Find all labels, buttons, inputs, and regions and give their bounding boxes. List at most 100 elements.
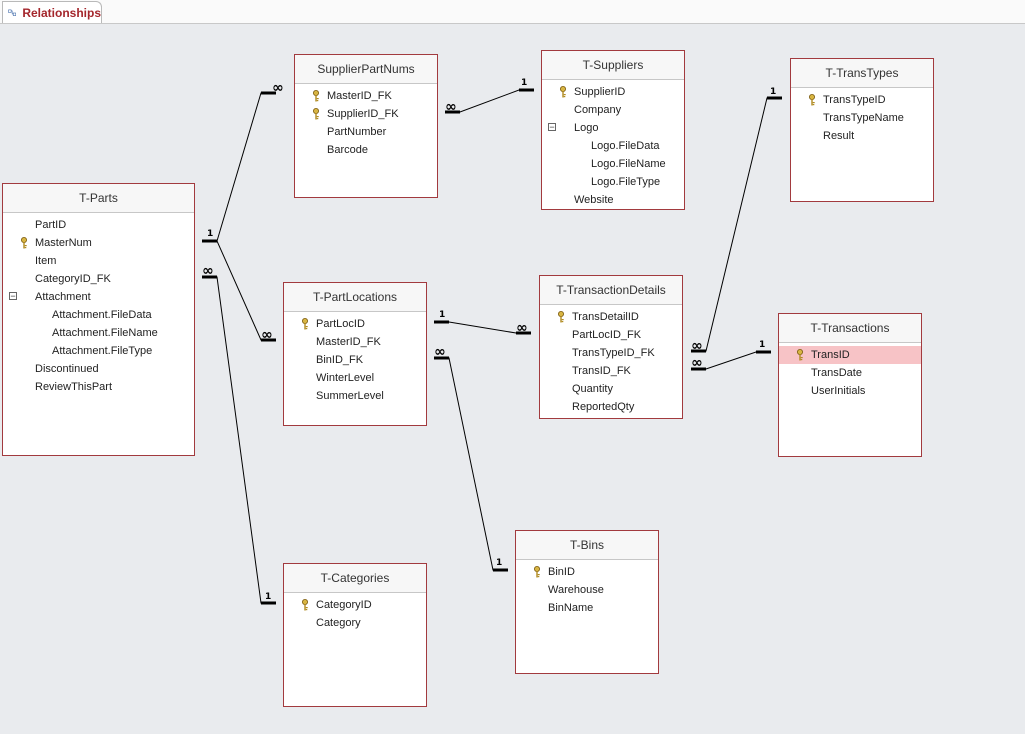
collapse-icon[interactable]: − <box>9 291 17 301</box>
primary-key-icon <box>559 86 567 98</box>
field-row[interactable]: MasterID_FK <box>295 87 437 105</box>
field-row[interactable]: Logo.FileType <box>542 173 684 191</box>
field-label: CategoryID <box>316 599 372 611</box>
field-row[interactable]: Logo.FileData <box>542 137 684 155</box>
field-row[interactable]: −Logo <box>542 119 684 137</box>
field-row[interactable]: SupplierID <box>542 83 684 101</box>
field-row[interactable]: Barcode <box>295 141 437 159</box>
field-label: ReportedQty <box>572 401 635 413</box>
rel-parts-supplierpartnums <box>202 92 276 242</box>
card-one: 1 <box>496 558 503 568</box>
table-title[interactable]: T-Bins <box>516 531 658 560</box>
field-label: Discontinued <box>35 363 99 375</box>
table-t-transactiondetails[interactable]: T-TransactionDetails TransDetailID PartLo… <box>539 275 683 419</box>
primary-key-icon <box>533 566 541 578</box>
field-label: Attachment.FileType <box>52 345 153 357</box>
field-row[interactable]: SupplierID_FK <box>295 105 437 123</box>
field-row[interactable]: BinID <box>516 563 658 581</box>
field-label: MasterID_FK <box>327 90 392 102</box>
field-row[interactable]: Attachment.FileType <box>3 342 194 360</box>
primary-key-icon <box>312 108 320 120</box>
field-label: MasterNum <box>35 237 92 249</box>
field-label: UserInitials <box>811 385 866 397</box>
field-label: PartLocID <box>316 318 365 330</box>
field-row[interactable]: TransTypeID <box>791 91 933 109</box>
field-row[interactable]: −Attachment <box>3 288 194 306</box>
field-label: CategoryID_FK <box>35 273 111 285</box>
table-title[interactable]: T-Parts <box>3 184 194 213</box>
field-row[interactable]: Item <box>3 252 194 270</box>
field-label: Barcode <box>327 144 368 156</box>
field-label: SummerLevel <box>316 390 384 402</box>
rel-parts-partlocations <box>202 240 276 341</box>
field-row[interactable]: BinID_FK <box>284 351 426 369</box>
field-row[interactable]: CategoryID_FK <box>3 270 194 288</box>
relationships-tab[interactable]: Relationships <box>2 1 102 23</box>
field-row[interactable]: PartLocID_FK <box>540 326 682 344</box>
card-one: 1 <box>521 78 528 88</box>
document-tab-bar: Relationships <box>0 0 1025 24</box>
table-title[interactable]: T-Categories <box>284 564 426 593</box>
rel-transactiondetails-transactions <box>691 351 771 370</box>
field-row[interactable]: UserInitials <box>779 382 921 400</box>
field-row[interactable]: PartNumber <box>295 123 437 141</box>
card-one: 1 <box>207 229 214 239</box>
table-t-categories[interactable]: T-Categories CategoryID Category <box>283 563 427 707</box>
field-row[interactable]: Warehouse <box>516 581 658 599</box>
table-title[interactable]: T-Transactions <box>779 314 921 343</box>
relationships-icon <box>8 9 17 16</box>
field-row[interactable]: TransDetailID <box>540 308 682 326</box>
card-one: 1 <box>759 340 766 350</box>
field-row[interactable]: CategoryID <box>284 596 426 614</box>
card-one: 1 <box>265 592 272 602</box>
table-title[interactable]: SupplierPartNums <box>295 55 437 84</box>
field-row[interactable]: Company <box>542 101 684 119</box>
field-row[interactable]: Logo.FileName <box>542 155 684 173</box>
field-row[interactable]: Attachment.FileData <box>3 306 194 324</box>
field-label: Attachment.FileData <box>52 309 152 321</box>
card-one: 1 <box>770 87 777 97</box>
field-row[interactable]: ReviewThisPart <box>3 378 194 396</box>
table-title[interactable]: T-Suppliers <box>542 51 684 80</box>
field-row[interactable]: Website <box>542 191 684 209</box>
table-title[interactable]: T-PartLocations <box>284 283 426 312</box>
primary-key-icon <box>808 94 816 106</box>
field-row[interactable]: Result <box>791 127 933 145</box>
primary-key-icon <box>312 90 320 102</box>
primary-key-icon <box>301 318 309 330</box>
field-row[interactable]: TransID_FK <box>540 362 682 380</box>
field-row[interactable]: BinName <box>516 599 658 617</box>
card-many: ∞ <box>691 355 703 371</box>
field-row[interactable]: PartID <box>3 216 194 234</box>
field-row[interactable]: WinterLevel <box>284 369 426 387</box>
field-row[interactable]: PartLocID <box>284 315 426 333</box>
field-row[interactable]: ReportedQty <box>540 398 682 416</box>
table-title[interactable]: T-TransactionDetails <box>540 276 682 305</box>
field-row[interactable]: TransID <box>779 346 921 364</box>
field-label: TransDetailID <box>572 311 639 323</box>
field-label: Quantity <box>572 383 613 395</box>
field-row[interactable]: SummerLevel <box>284 387 426 405</box>
field-row[interactable]: TransTypeName <box>791 109 933 127</box>
table-title[interactable]: T-TransTypes <box>791 59 933 88</box>
field-label: BinName <box>548 602 594 614</box>
card-one: 1 <box>439 310 446 320</box>
field-row[interactable]: Quantity <box>540 380 682 398</box>
field-row[interactable]: Attachment.FileName <box>3 324 194 342</box>
table-supplierpartnums[interactable]: SupplierPartNums MasterID_FK SupplierID_F… <box>294 54 438 198</box>
field-label: Warehouse <box>548 584 604 596</box>
field-row[interactable]: Discontinued <box>3 360 194 378</box>
field-row[interactable]: MasterNum <box>3 234 194 252</box>
field-row[interactable]: MasterID_FK <box>284 333 426 351</box>
collapse-icon[interactable]: − <box>548 122 556 132</box>
field-row[interactable]: TransDate <box>779 364 921 382</box>
card-many: ∞ <box>516 320 528 336</box>
field-row[interactable]: Category <box>284 614 426 632</box>
field-row[interactable]: TransTypeID_FK <box>540 344 682 362</box>
